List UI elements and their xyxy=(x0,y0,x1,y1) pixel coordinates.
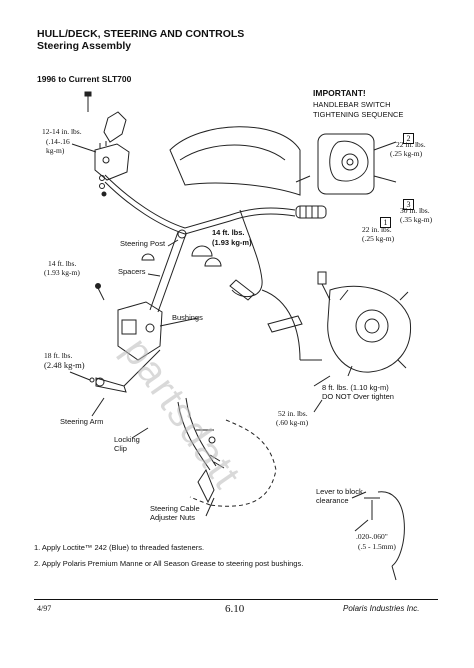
torque-label-bracket-metric: (1.93 kg-m) xyxy=(44,268,80,277)
note-1: 1. Apply Loctite™ 242 (Blue) to threaded… xyxy=(34,543,205,552)
footer-page-number: 6.10 xyxy=(225,603,245,615)
footer-divider xyxy=(34,599,438,600)
note-2: 2. Apply Polaris Premium Manne or All Se… xyxy=(34,559,304,568)
footer-company: Polaris Industries Inc. xyxy=(343,604,420,613)
steering-arm-label: Steering Arm xyxy=(60,417,104,426)
sequence-1-metric: (.25 kg-m) xyxy=(362,234,395,243)
sequence-2-box: 2 xyxy=(403,128,414,146)
locking-clip-label-2: Clip xyxy=(114,444,127,453)
important-line1: HANDLEBAR SWITCH xyxy=(313,100,391,109)
cable-adjuster-label: Steering Cable xyxy=(150,504,200,513)
torque-label-cable: 8 ft. lbs. (1.10 kg-m) xyxy=(322,383,389,392)
sequence-3-metric: (.35 kg-m) xyxy=(400,215,433,224)
sequence-3-box: 3 xyxy=(403,194,414,212)
page-subtitle: Steering Assembly xyxy=(37,40,132,52)
torque-label-post-metric: (1.93 kg-m) xyxy=(212,238,252,247)
footer-date: 4/97 xyxy=(37,604,52,613)
lever-clearance-label: Lever to block xyxy=(316,487,363,496)
important-heading: IMPORTANT! xyxy=(313,88,366,98)
torque-label-clamp-unit: kg-m) xyxy=(46,146,65,155)
sequence-2-metric: (.25 kg-m) xyxy=(390,149,423,158)
lever-clearance-label-2: clearance xyxy=(316,496,349,505)
torque-label-pump: 52 in. lbs. xyxy=(278,409,308,418)
locking-clip-label: Locking xyxy=(114,435,140,444)
bushings-label: Bushings xyxy=(172,313,203,322)
page-title: HULL/DECK, STEERING AND CONTROLS xyxy=(37,28,245,40)
cable-adjuster-label-2: Adjuster Nuts xyxy=(150,513,196,522)
torque-label-bracket: 14 ft. lbs. xyxy=(48,259,77,268)
torque-label-clamp-metric: (.14-.16 xyxy=(46,137,70,146)
torque-label-pump-metric: (.60 kg-m) xyxy=(276,418,309,427)
torque-label-clamp: 12-14 in. lbs. xyxy=(42,127,82,136)
important-line2: TIGHTENING SEQUENCE xyxy=(313,110,404,119)
sequence-1-torque: 22 in. lbs. xyxy=(362,225,392,234)
sequence-3-torque: 30 in. lbs. xyxy=(400,206,430,215)
torque-label-post: 14 ft. lbs. xyxy=(212,228,245,237)
torque-label-arm-metric: (2.48 kg-m) xyxy=(44,360,85,370)
sequence-1-box: 1 xyxy=(380,212,391,230)
sequence-2-torque: 22 in. lbs. xyxy=(396,140,426,149)
spacers-label: Spacers xyxy=(118,267,146,276)
clearance-value-metric: (.5 - 1.5mm) xyxy=(358,542,396,551)
torque-label-arm: 18 ft. lbs. xyxy=(44,351,73,360)
steering-post-label: Steering Post xyxy=(120,239,166,248)
clearance-value: .020-.060" xyxy=(356,532,388,541)
torque-label-cable-warning: DO NOT Over tighten xyxy=(322,392,394,401)
model-range: 1996 to Current SLT700 xyxy=(37,74,132,84)
